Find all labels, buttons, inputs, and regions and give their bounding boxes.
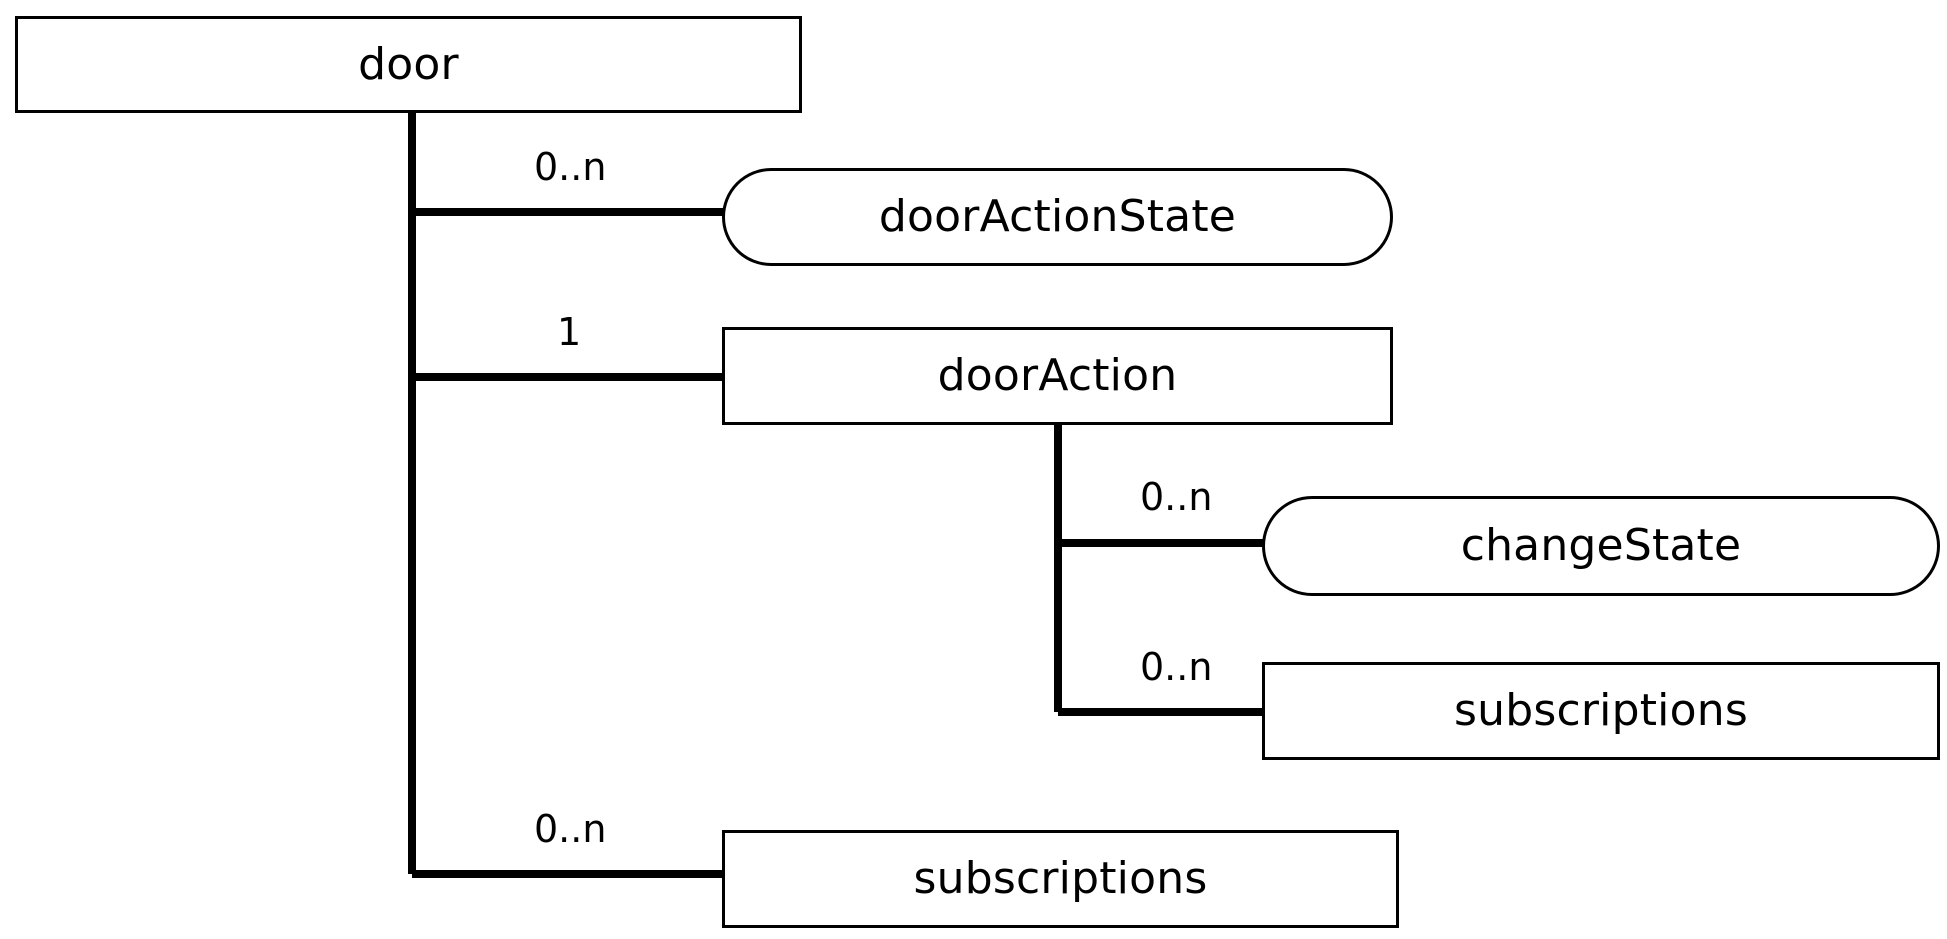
cardinality-door-subscriptions: 0..n xyxy=(534,807,607,851)
node-doorAction[interactable]: doorAction xyxy=(722,327,1393,425)
cardinality-doorAction-changeState: 0..n xyxy=(1140,475,1213,519)
node-label-subscriptions-dooraction: subscriptions xyxy=(1454,685,1748,736)
cardinality-door-doorAction: 1 xyxy=(557,310,582,354)
node-door[interactable]: door xyxy=(15,16,802,113)
node-subscriptions-door[interactable]: subscriptions xyxy=(722,830,1399,928)
cardinality-doorAction-subscriptions: 0..n xyxy=(1140,645,1213,689)
node-label-subscriptions-door: subscriptions xyxy=(913,853,1208,904)
node-label-doorActionState: doorActionState xyxy=(878,191,1237,242)
node-label-doorAction: doorAction xyxy=(937,350,1178,401)
node-subscriptions-dooraction[interactable]: subscriptions xyxy=(1262,662,1940,760)
node-doorActionState[interactable]: doorActionState xyxy=(722,168,1393,266)
node-changeState[interactable]: changeState xyxy=(1262,496,1940,596)
node-label-door: door xyxy=(358,38,459,90)
cardinality-door-doorActionState: 0..n xyxy=(534,145,607,189)
node-label-changeState: changeState xyxy=(1460,520,1742,571)
